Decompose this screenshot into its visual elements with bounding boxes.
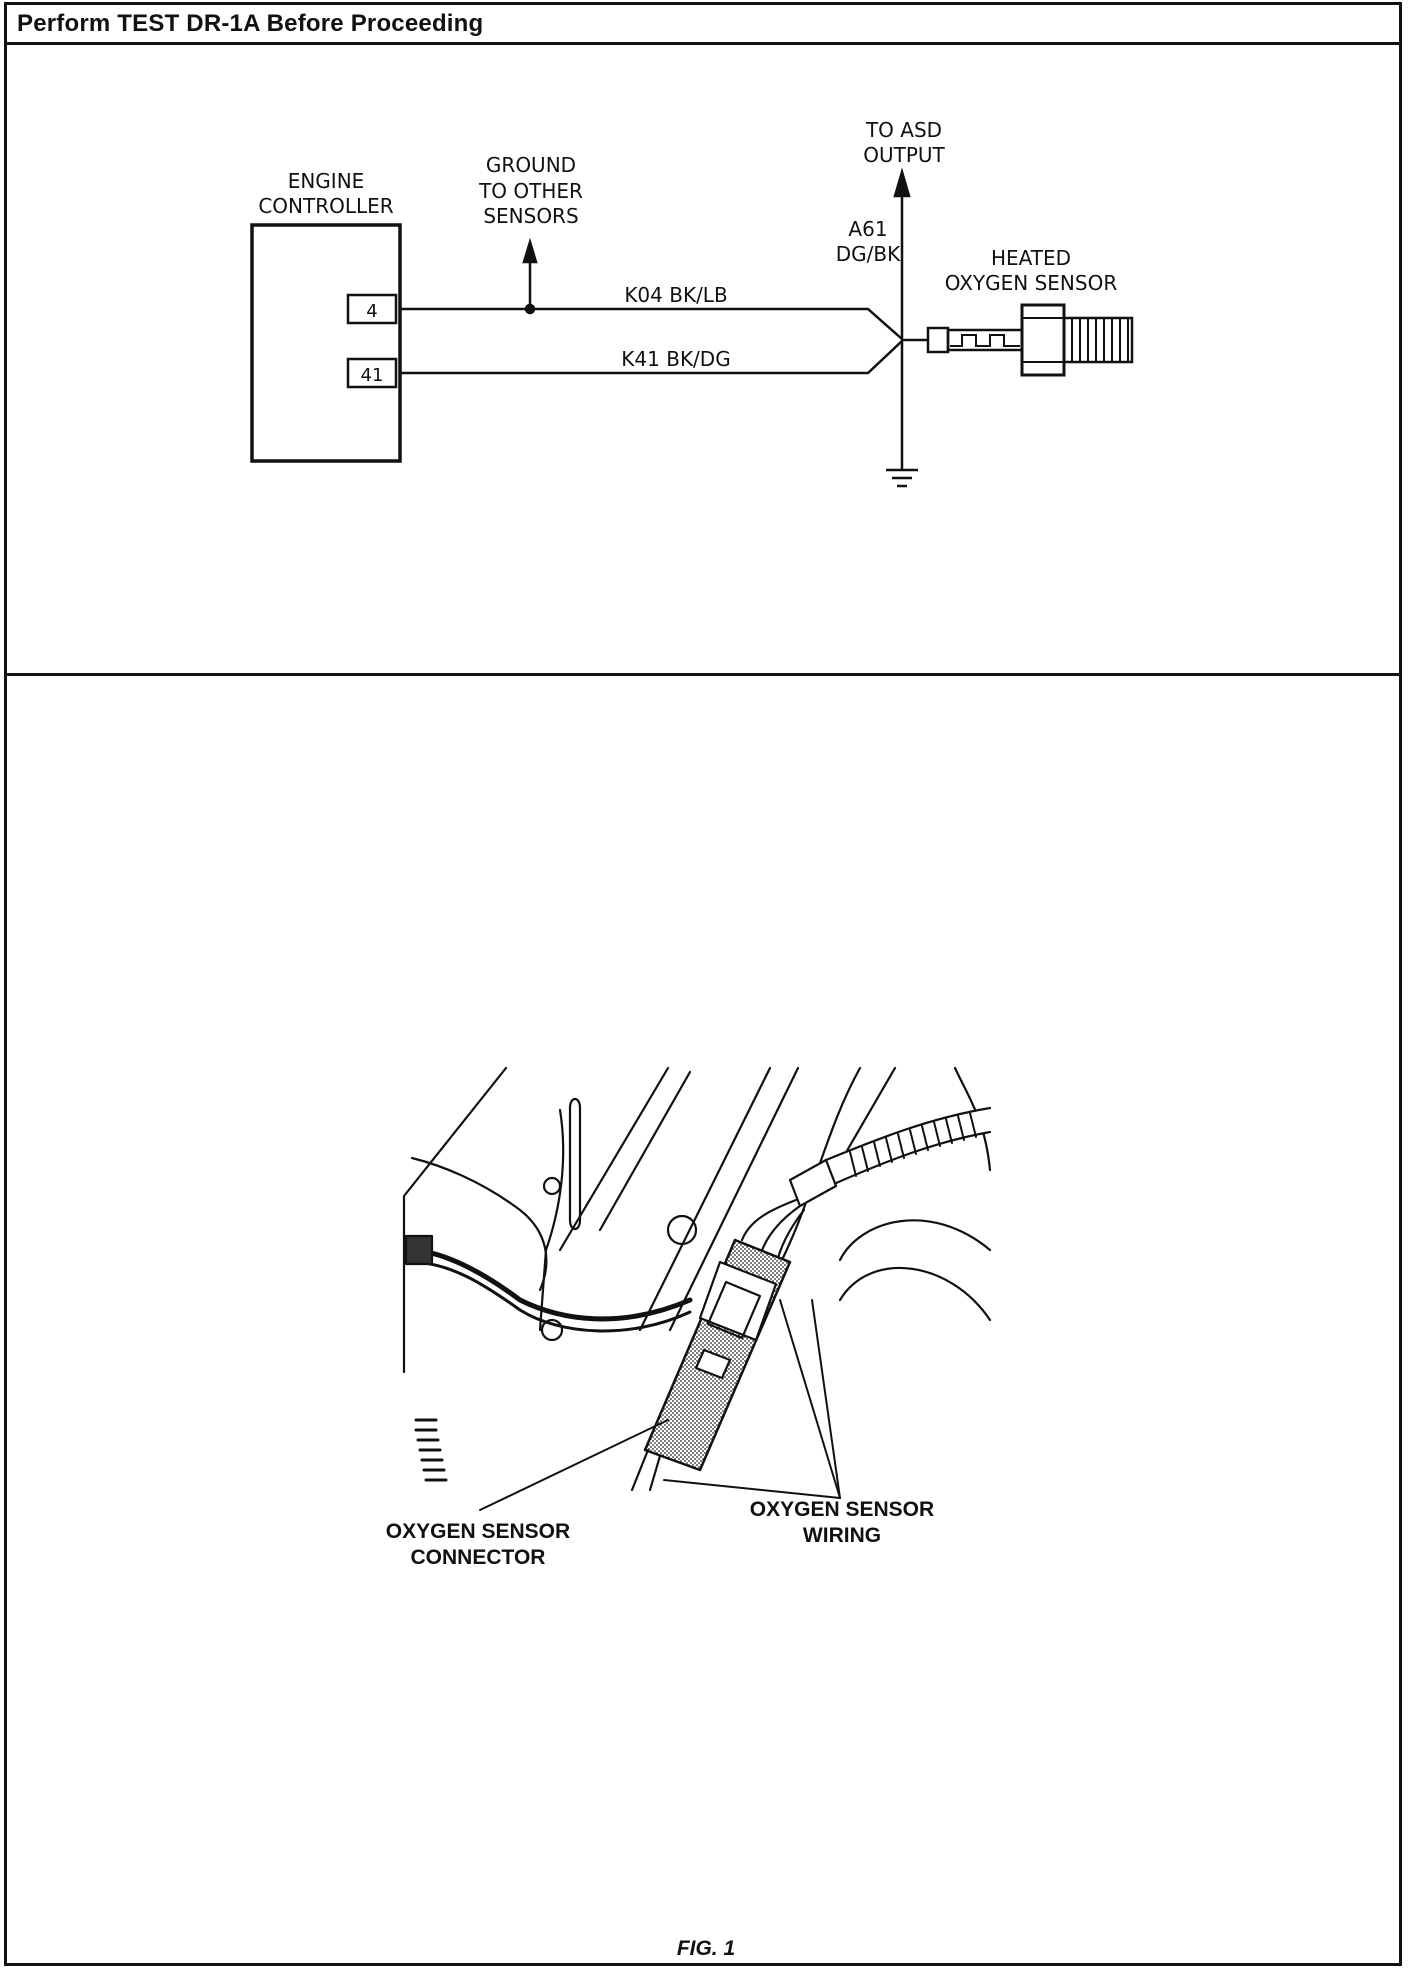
wire-k41-label: K41 BK/DG (621, 347, 730, 371)
panel-edge-a (538, 1108, 565, 1332)
page-title: Perform TEST DR-1A Before Proceeding (17, 10, 484, 37)
bracket-outline (402, 1066, 508, 1374)
wiring-label-2: WIRING (803, 1524, 881, 1547)
engine-controller-box (250, 223, 402, 463)
corrugation-ribs (849, 1112, 977, 1177)
heated-sensor-label-1: HEATED (991, 246, 1071, 270)
mounting-bolt-2 (542, 1176, 562, 1196)
pin-41-box (346, 357, 398, 389)
pin-4-box (346, 293, 398, 325)
illustration-labels: OXYGEN SENSOR CONNECTOR OXYGEN SENSOR WI… (386, 1498, 934, 1569)
wiring-leader-line-2 (811, 1299, 841, 1499)
ground-other-label-3: SENSORS (483, 204, 578, 228)
ground-other-label-2: TO OTHER (478, 179, 583, 203)
mounting-bolt (540, 1318, 564, 1342)
ground-branch-arrow-icon (522, 237, 538, 264)
heated-sensor-label-2: OXYGEN SENSOR (945, 271, 1118, 295)
slot-outline (568, 1097, 582, 1231)
oxygen-sensor-wire-1 (740, 1198, 798, 1242)
stud-bolt (666, 1214, 698, 1246)
asd-output-label-1: TO ASD (865, 118, 942, 142)
heated-oxygen-sensor-icon (926, 303, 1134, 377)
connector-lead (630, 1448, 650, 1492)
connector-label-2: CONNECTOR (411, 1546, 546, 1569)
corrugated-harness (818, 1108, 1002, 1182)
engine-controller-label-2: CONTROLLER (258, 194, 393, 218)
wheel-well-arc-2 (838, 1219, 992, 1262)
title-bar: Perform TEST DR-1A Before Proceeding (7, 5, 1399, 45)
panel-edge-b (558, 1066, 670, 1252)
asd-output-arrow-icon (893, 167, 911, 198)
connector-latch-tab (694, 1348, 732, 1380)
connector-label-1: OXYGEN SENSOR (386, 1520, 570, 1543)
connector-leader-line (479, 1419, 669, 1511)
wiring-schematic (250, 167, 1134, 488)
oxygen-sensor-illustration (402, 1066, 1002, 1511)
panel-edge-d (638, 1066, 772, 1332)
harness-left (405, 1247, 693, 1322)
panel-edge-e (668, 1066, 800, 1332)
section-divider (7, 673, 1399, 676)
wire-k04-label: K04 BK/LB (624, 283, 727, 307)
connector-latch-slot (706, 1280, 762, 1340)
connector-lead-2 (648, 1454, 662, 1492)
harness-boot (788, 1158, 838, 1208)
engine-controller-label-1: ENGINE (288, 169, 365, 193)
page-frame: Perform TEST DR-1A Before Proceeding FIG… (4, 2, 1402, 1966)
chassis-ground-icon (886, 468, 918, 488)
a61-label-1: A61 (848, 217, 887, 241)
bracket-inner (410, 1156, 548, 1292)
harness-clip (404, 1234, 434, 1266)
pin-41-label: 41 (361, 365, 384, 386)
wire-k41 (400, 340, 903, 375)
corrugated-harness-edge-a (824, 1106, 992, 1162)
wheel-well-arc (838, 1267, 992, 1322)
panel-edge-c (598, 1070, 692, 1232)
corrugated-harness-edge-b (832, 1130, 992, 1186)
pin-4-label: 4 (366, 301, 377, 322)
figure-caption: FIG. 1 (676, 1937, 736, 1960)
asd-output-label-2: OUTPUT (863, 143, 945, 167)
a61-label-2: DG/BK (836, 242, 901, 266)
coiled-wire (414, 1418, 448, 1482)
ground-other-label-1: GROUND (486, 153, 576, 177)
connector-latch (698, 1260, 778, 1342)
harness-left-2 (408, 1260, 692, 1333)
schematic-labels: ENGINE CONTROLLER 4 41 GROUND TO OTHER S… (258, 118, 1117, 386)
wire-k04 (400, 307, 903, 340)
wiring-label-1: OXYGEN SENSOR (750, 1498, 934, 1521)
